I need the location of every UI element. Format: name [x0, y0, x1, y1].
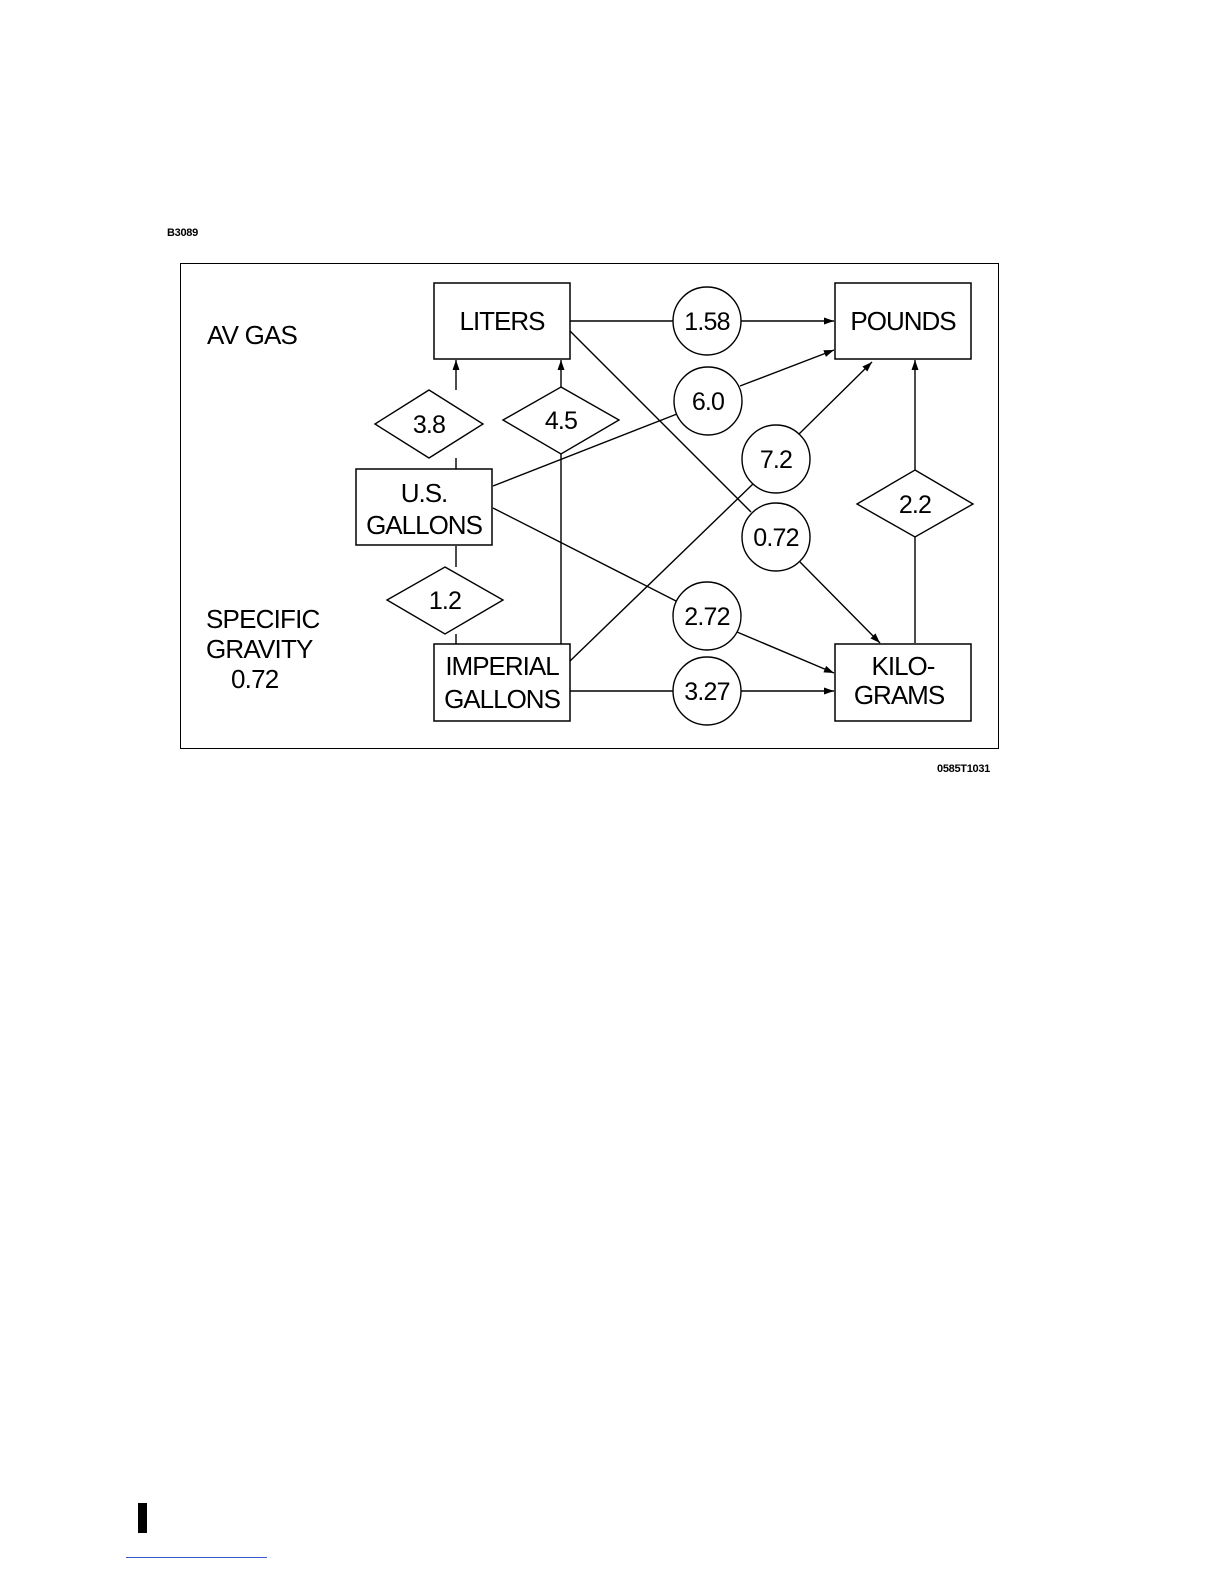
node-us-gallons: U.S. GALLONS — [356, 469, 492, 545]
factor-circle-1-58-label: 1.58 — [684, 308, 729, 336]
factor-circle-3-27: 3.27 — [673, 657, 741, 725]
node-kilograms-label-line-1: KILO- — [872, 651, 935, 681]
node-us-gallons-label-line-2: GALLONS — [366, 510, 482, 540]
factor-diamond-3-8-label: 3.8 — [413, 411, 445, 439]
node-kilograms: KILO- GRAMS — [835, 644, 971, 721]
factor-circle-6-0-label: 6.0 — [692, 388, 724, 416]
footer-rule — [126, 1557, 267, 1558]
node-pounds: POUNDS — [835, 283, 971, 359]
change-bar — [138, 1503, 147, 1533]
edge-factor-6-0-to-pounds — [740, 350, 834, 386]
node-kilograms-label-line-2: GRAMS — [854, 680, 945, 710]
edge-factor-7-2-to-pounds — [798, 362, 872, 435]
edge-factor-2-72-to-kg — [737, 632, 834, 673]
factor-diamond-4-5-label: 4.5 — [545, 407, 577, 435]
drawing-number: 0585T1031 — [937, 763, 990, 775]
factor-circle-7-2-label: 7.2 — [760, 446, 792, 474]
factor-diamond-2-2-label: 2.2 — [899, 491, 931, 519]
node-imperial-gallons: IMPERIAL GALLONS — [434, 644, 570, 721]
node-pounds-label: POUNDS — [850, 306, 956, 336]
factor-circle-1-58: 1.58 — [673, 287, 741, 355]
node-imperial-gallons-label-line-1: IMPERIAL — [445, 651, 559, 681]
factor-diamond-2-2: 2.2 — [857, 470, 973, 537]
factor-diamond-3-8: 3.8 — [375, 390, 483, 458]
node-liters-label: LITERS — [459, 306, 545, 336]
factor-circle-0-72: 0.72 — [742, 503, 810, 571]
node-liters: LITERS — [434, 283, 570, 359]
factor-circle-0-72-label: 0.72 — [753, 524, 798, 552]
factor-circle-6-0: 6.0 — [674, 367, 742, 435]
edge-us-gal-to-factor-2-72 — [493, 508, 678, 602]
node-imperial-gallons-label-line-2: GALLONS — [444, 684, 560, 714]
node-us-gallons-label-line-1: U.S. — [401, 478, 448, 508]
factor-circle-3-27-label: 3.27 — [684, 678, 729, 706]
edge-factor-0-72-to-kg — [800, 562, 880, 643]
factor-circle-2-72-label: 2.72 — [684, 603, 729, 631]
factor-circle-2-72: 2.72 — [673, 582, 741, 650]
factor-diamond-1-2-label: 1.2 — [429, 587, 461, 615]
factor-circle-7-2: 7.2 — [742, 425, 810, 493]
factor-diamond-1-2: 1.2 — [387, 567, 503, 634]
